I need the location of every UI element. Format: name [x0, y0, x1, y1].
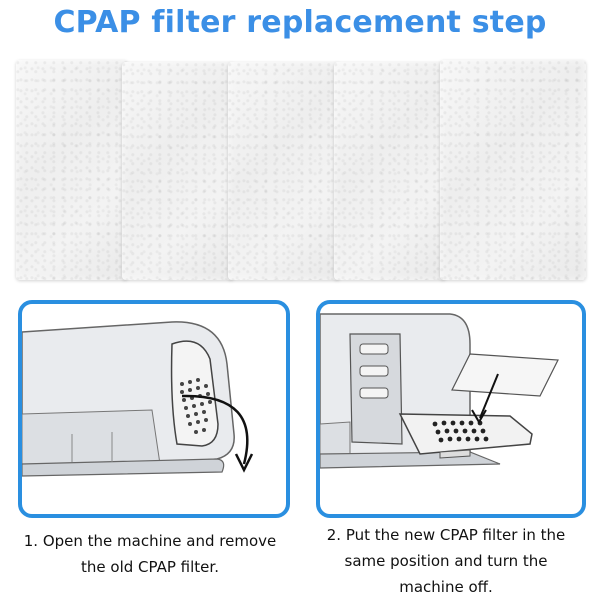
- page-title: CPAP filter replacement step: [53, 4, 547, 40]
- step-1-caption: 1. Open the machine and remove the old C…: [0, 528, 300, 580]
- step-2-line-2: same position and turn the: [344, 552, 548, 570]
- step-2-illustration: [316, 300, 586, 518]
- step-1-line-1: 1. Open the machine and remove: [23, 532, 277, 550]
- filter-pad: [228, 62, 340, 280]
- step-2-caption: 2. Put the new CPAP filter in the same p…: [296, 522, 596, 600]
- cpap-machine-open-illustration: [22, 321, 254, 477]
- filter-pad: [334, 62, 446, 280]
- filter-pad: [440, 60, 586, 280]
- filter-pad: [122, 62, 234, 280]
- filter-pad: [16, 60, 128, 280]
- step-1-line-2: the old CPAP filter.: [81, 558, 219, 576]
- cpap-filter-insert-illustration: [320, 313, 559, 469]
- step-2-line-1: 2. Put the new CPAP filter in the: [326, 526, 566, 544]
- filter-pad-row: [0, 48, 600, 288]
- step-2-line-3: machine off.: [399, 578, 493, 596]
- step-1-illustration: [18, 300, 290, 518]
